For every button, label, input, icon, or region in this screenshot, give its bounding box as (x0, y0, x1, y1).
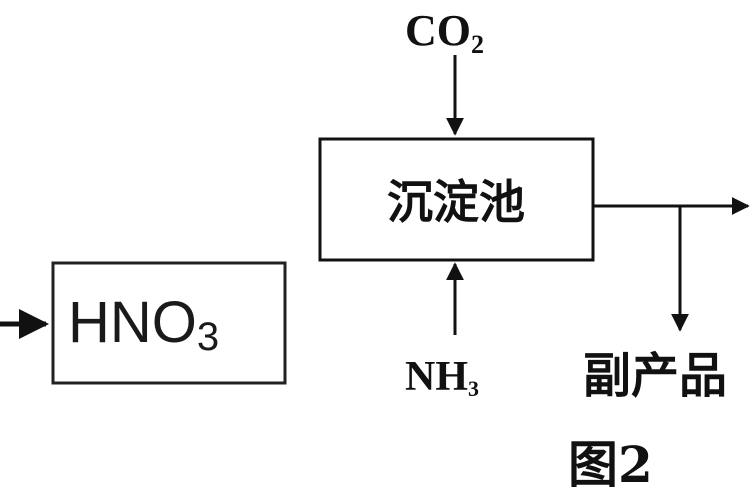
hno3-box (51, 261, 287, 385)
figure-caption: 图2 (568, 435, 653, 494)
sedimentation-tank-box (318, 137, 595, 262)
nh3-label: NH3 (405, 354, 479, 401)
hno3-label: HNO3 (68, 290, 219, 359)
co2-label: CO2 (405, 6, 484, 59)
sedimentation-tank-label: 沉淀池 (387, 175, 525, 229)
byproduct-label: 副产品 (583, 348, 727, 404)
